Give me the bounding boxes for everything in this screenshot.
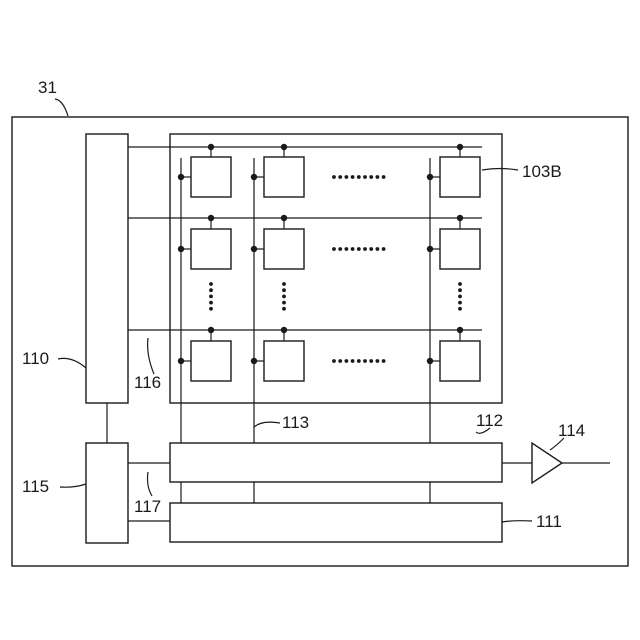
horizontal-scanner-block: [170, 503, 502, 542]
ellipsis-dot: [351, 175, 355, 179]
ellipsis-dot: [282, 282, 286, 286]
ellipsis-dot: [382, 247, 386, 251]
ellipsis-dot: [282, 295, 286, 299]
ellipsis-dot: [345, 175, 349, 179]
ellipsis-dot: [458, 301, 462, 305]
ellipsis-dot: [282, 301, 286, 305]
label-control-line: 117: [134, 497, 161, 516]
ellipsis-dot: [363, 359, 367, 363]
label-timing-control: 115: [22, 477, 49, 496]
ellipsis-dot: [351, 359, 355, 363]
label-column-circuit: 112: [476, 411, 503, 430]
ellipsis-dot: [376, 175, 380, 179]
column-circuit-block: [170, 443, 502, 482]
ellipsis-dot: [209, 301, 213, 305]
ellipsis-dot: [332, 359, 336, 363]
label-vertical-scanner: 110: [22, 349, 49, 368]
ellipsis-dot: [363, 247, 367, 251]
ellipsis-dot: [357, 175, 361, 179]
ellipsis-dot: [376, 247, 380, 251]
ellipsis-dot: [345, 247, 349, 251]
ellipsis-dot: [369, 175, 373, 179]
ellipsis-dot: [458, 282, 462, 286]
label-pixel-block: 103B: [522, 162, 562, 181]
ellipsis-dot: [458, 295, 462, 299]
ellipsis-dot: [282, 288, 286, 292]
ellipsis-dot: [369, 359, 373, 363]
ellipsis-dot: [363, 175, 367, 179]
ellipsis-dot: [209, 295, 213, 299]
ellipsis-dot: [382, 359, 386, 363]
label-device: 31: [38, 78, 57, 97]
ellipsis-dot: [376, 359, 380, 363]
ellipsis-dot: [332, 247, 336, 251]
ellipsis-dot: [351, 247, 355, 251]
label-horizontal-scanner: 111: [536, 512, 562, 531]
label-amplifier: 114: [558, 421, 585, 440]
ellipsis-dot: [338, 175, 342, 179]
ellipsis-dot: [332, 175, 336, 179]
label-column-line: 113: [282, 413, 309, 432]
label-signal-line: 116: [134, 373, 161, 392]
ellipsis-dot: [209, 282, 213, 286]
ellipsis-dot: [345, 359, 349, 363]
ellipsis-dot: [209, 288, 213, 292]
ellipsis-dot: [458, 307, 462, 311]
ellipsis-dot: [369, 247, 373, 251]
timing-control-block: [86, 443, 128, 543]
ellipsis-dot: [357, 247, 361, 251]
ellipsis-dot: [357, 359, 361, 363]
ellipsis-dot: [338, 359, 342, 363]
ellipsis-dot: [458, 288, 462, 292]
ellipsis-dot: [282, 307, 286, 311]
vertical-scanner-block: [86, 134, 128, 403]
ellipsis-dot: [382, 175, 386, 179]
ellipsis-dot: [209, 307, 213, 311]
ellipsis-dot: [338, 247, 342, 251]
